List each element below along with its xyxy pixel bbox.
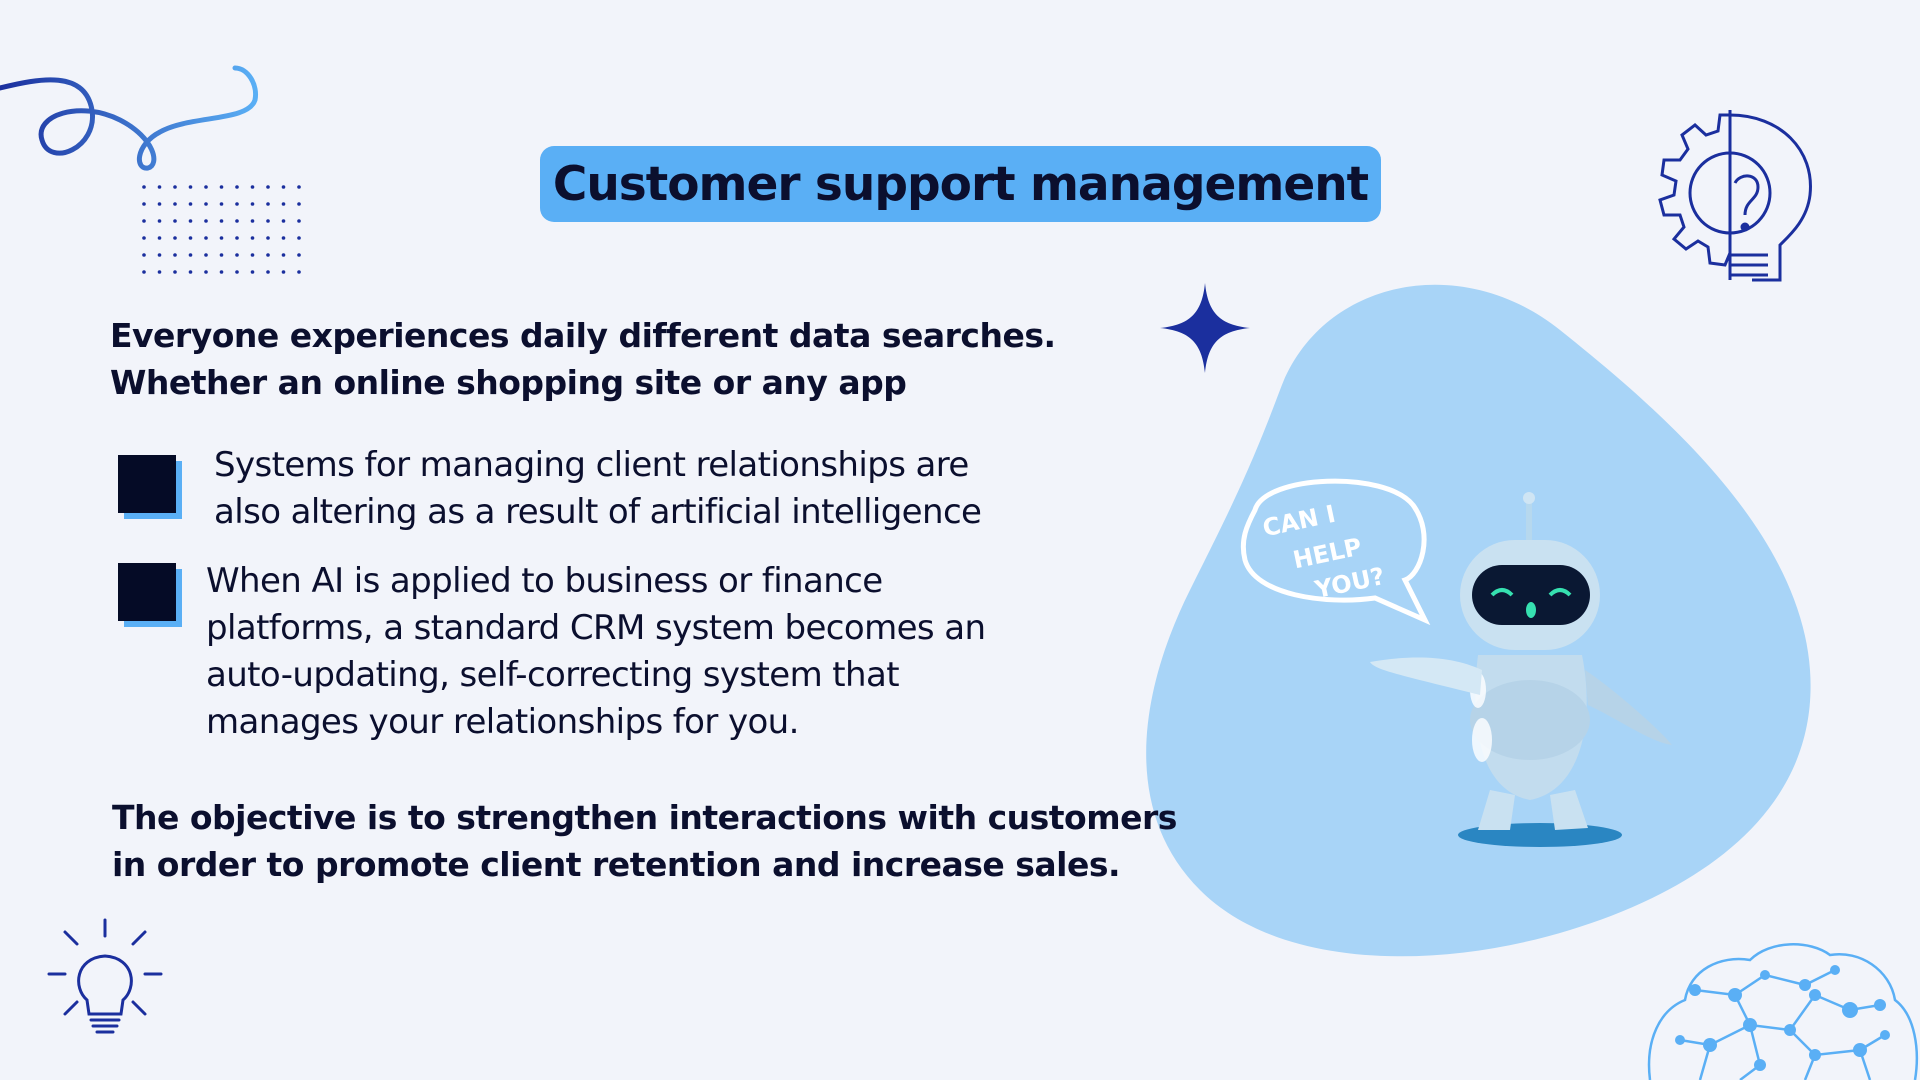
grid-dot — [173, 236, 177, 240]
speech-line-1: CAN I — [1260, 500, 1338, 543]
grid-dot — [188, 202, 193, 206]
sparkle-star-icon — [1160, 283, 1250, 373]
grid-dot — [142, 270, 146, 274]
grid-dot — [281, 236, 286, 240]
grid-dot — [173, 202, 177, 206]
grid-dot — [204, 253, 208, 257]
grid-dot — [142, 202, 146, 206]
grid-dot — [266, 185, 270, 189]
grid-dot — [235, 219, 239, 223]
outro-line-1: The objective is to strengthen interacti… — [112, 798, 1177, 837]
grid-dot — [266, 270, 270, 274]
grid-dot — [204, 236, 208, 240]
grid-dot — [266, 236, 270, 240]
grid-dot — [281, 219, 286, 223]
grid-dot — [250, 270, 255, 274]
grid-dot — [281, 202, 286, 206]
grid-dot — [266, 202, 270, 206]
grid-dot — [235, 236, 239, 240]
grid-dot — [204, 185, 208, 189]
grid-dot — [219, 185, 224, 189]
grid-dot — [297, 219, 301, 223]
grid-dot — [157, 236, 162, 240]
bullet-item: Systems for managing client relationship… — [118, 445, 1078, 555]
grid-dot — [297, 253, 301, 257]
bullet-square-icon — [118, 455, 176, 513]
grid-dot — [142, 219, 146, 223]
gear-bulb-icon — [1658, 110, 1812, 282]
dot-grid-decoration — [142, 185, 301, 274]
grid-dot — [219, 270, 224, 274]
grid-dot — [219, 236, 224, 240]
bullet-line: platforms, a standard CRM system becomes… — [206, 608, 986, 648]
grid-dot — [250, 219, 255, 223]
page-title: Customer support management — [552, 156, 1369, 212]
grid-dot — [188, 236, 193, 240]
bullet-text: Systems for managing client relationship… — [214, 442, 982, 536]
grid-dot — [142, 185, 146, 189]
intro-line-2: Whether an online shopping site or any a… — [110, 363, 907, 402]
speech-bubble: CAN I HELP YOU? — [1240, 478, 1431, 626]
bullet-text: When AI is applied to business or financ… — [206, 558, 986, 746]
grid-dot — [266, 253, 270, 257]
grid-dot — [188, 219, 193, 223]
grid-dot — [219, 253, 224, 257]
grid-dot — [142, 236, 146, 240]
bullet-line: Systems for managing client relationship… — [214, 445, 969, 485]
grid-dot — [173, 270, 177, 274]
conclusion-paragraph: The objective is to strengthen interacti… — [112, 794, 1192, 888]
brain-network-icon — [1647, 943, 1919, 1080]
grid-dot — [157, 185, 162, 189]
grid-dot — [173, 253, 177, 257]
grid-dot — [266, 219, 270, 223]
outro-line-2: in order to promote client retention and… — [112, 845, 1121, 884]
bullet-square-icon — [118, 563, 176, 621]
grid-dot — [157, 202, 162, 206]
grid-dot — [219, 219, 224, 223]
grid-dot — [173, 219, 177, 223]
grid-dot — [281, 185, 286, 189]
bullet-line: also altering as a result of artificial … — [214, 492, 982, 532]
grid-dot — [188, 185, 193, 189]
robot-illustration — [1370, 492, 1672, 847]
grid-dot — [204, 270, 208, 274]
swirl-decoration — [0, 65, 259, 171]
grid-dot — [188, 253, 193, 257]
grid-dot — [281, 253, 286, 257]
grid-dot — [235, 185, 239, 189]
grid-dot — [142, 253, 146, 257]
grid-dot — [173, 185, 177, 189]
grid-dot — [250, 253, 255, 257]
grid-dot — [235, 253, 239, 257]
grid-dot — [204, 202, 208, 206]
grid-dot — [250, 236, 255, 240]
bullet-line: auto-updating, self-correcting system th… — [206, 655, 900, 695]
grid-dot — [235, 270, 239, 274]
title-banner: Customer support management — [540, 146, 1381, 222]
grid-dot — [297, 270, 301, 274]
intro-paragraph: Everyone experiences daily different dat… — [110, 312, 1090, 406]
bullet-line: When AI is applied to business or financ… — [206, 561, 883, 601]
grid-dot — [157, 219, 162, 223]
intro-line-1: Everyone experiences daily different dat… — [110, 316, 1056, 355]
grid-dot — [204, 219, 208, 223]
bullet-item: When AI is applied to business or financ… — [118, 561, 1078, 753]
grid-dot — [250, 202, 255, 206]
grid-dot — [250, 185, 255, 189]
grid-dot — [219, 202, 224, 206]
grid-dot — [281, 270, 286, 274]
grid-dot — [297, 236, 301, 240]
grid-dot — [157, 270, 162, 274]
grid-dot — [188, 270, 193, 274]
grid-dot — [297, 185, 301, 189]
grid-dot — [235, 202, 239, 206]
bullet-line: manages your relationships for you. — [206, 702, 799, 742]
grid-dot — [157, 253, 162, 257]
grid-dot — [297, 202, 301, 206]
lightbulb-icon — [47, 918, 163, 1034]
